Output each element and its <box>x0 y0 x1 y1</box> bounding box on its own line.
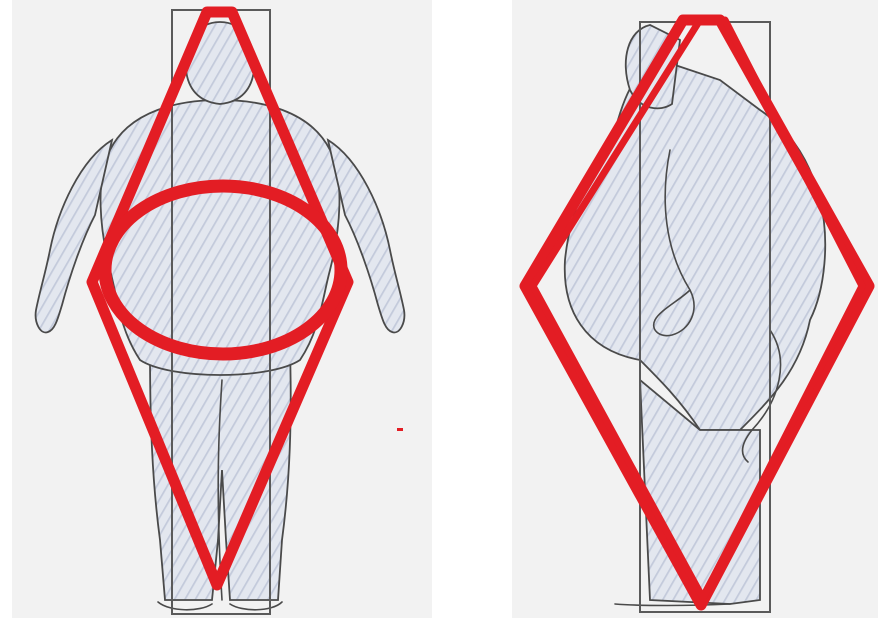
side-view-panel <box>505 0 878 618</box>
front-view-panel <box>0 0 440 618</box>
front-view-svg <box>0 0 440 618</box>
side-view-svg <box>505 0 878 618</box>
stray-red-mark <box>396 426 406 434</box>
